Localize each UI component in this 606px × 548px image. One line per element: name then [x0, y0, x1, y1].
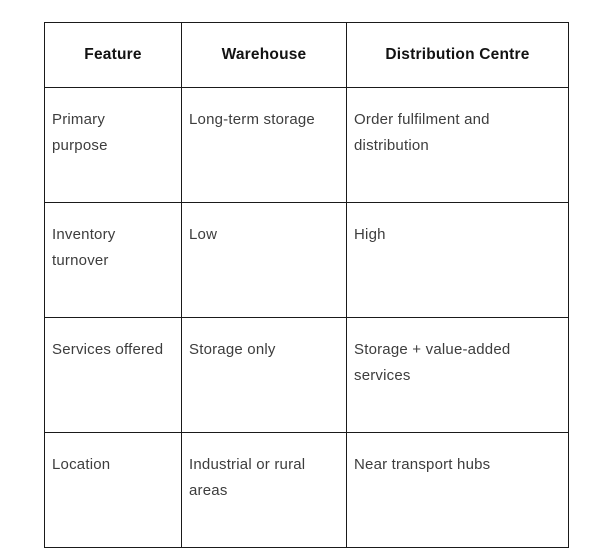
header-cell-distribution-centre: Distribution Centre [346, 22, 569, 88]
cell-dc-primary-purpose: Order fulfilment and distribution [346, 87, 569, 203]
cell-feature-primary-purpose: Primary purpose [44, 87, 182, 203]
table-row: Services offered Storage only Storage + … [44, 317, 569, 433]
header-cell-feature: Feature [44, 22, 182, 88]
cell-dc-services-offered: Storage + value-added services [346, 317, 569, 433]
cell-warehouse-services-offered: Storage only [181, 317, 347, 433]
cell-warehouse-location: Industrial or rural areas [181, 432, 347, 548]
cell-feature-services-offered: Services offered [44, 317, 182, 433]
table-body: Primary purpose Long-term storage Order … [44, 87, 569, 548]
cell-dc-inventory-turnover: High [346, 202, 569, 318]
cell-dc-location: Near transport hubs [346, 432, 569, 548]
cell-warehouse-primary-purpose: Long-term storage [181, 87, 347, 203]
table-row: Inventory turnover Low High [44, 202, 569, 318]
header-row: Feature Warehouse Distribution Centre [44, 22, 569, 88]
header-cell-warehouse: Warehouse [181, 22, 347, 88]
cell-feature-location: Location [44, 432, 182, 548]
table-row: Location Industrial or rural areas Near … [44, 432, 569, 548]
cell-feature-inventory-turnover: Inventory turnover [44, 202, 182, 318]
cell-warehouse-inventory-turnover: Low [181, 202, 347, 318]
table-row: Primary purpose Long-term storage Order … [44, 87, 569, 203]
comparison-table: Feature Warehouse Distribution Centre Pr… [44, 22, 569, 548]
table-header: Feature Warehouse Distribution Centre [44, 22, 569, 88]
